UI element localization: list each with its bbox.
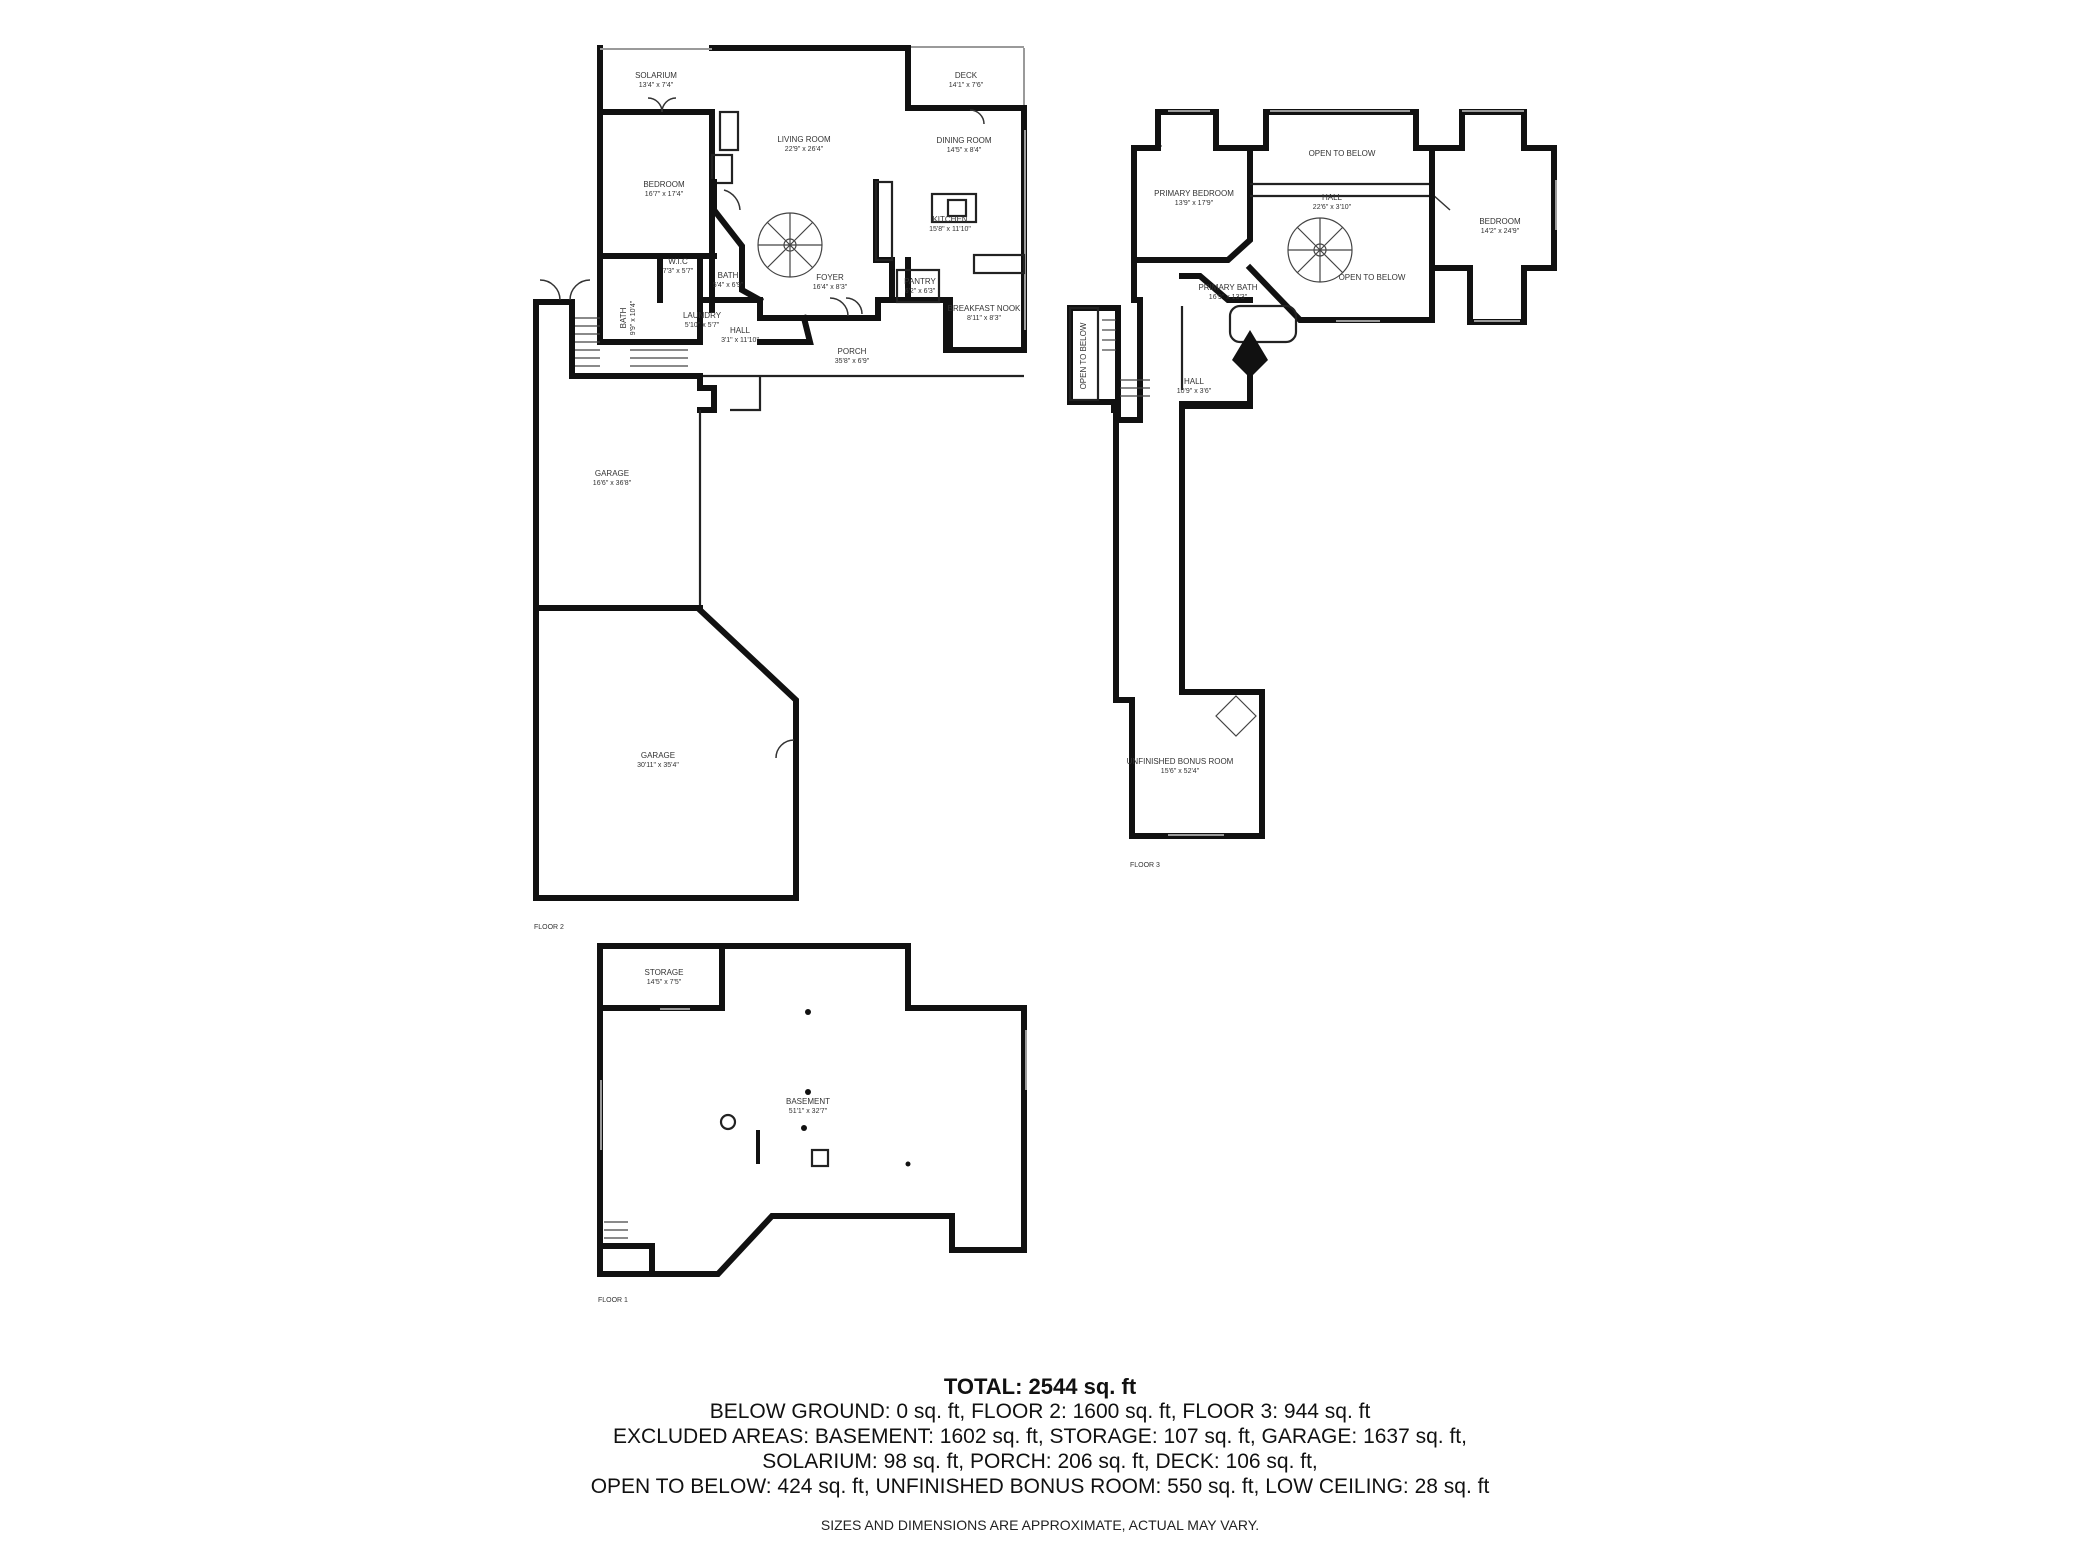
floor3-unfinished-bonus-dims: 15'6" x 52'4" xyxy=(1161,768,1200,775)
floor2-foyer-name: FOYER xyxy=(816,273,844,282)
area-summary: TOTAL: 2544 sq. ft BELOW GROUND: 0 sq. f… xyxy=(0,1374,2080,1538)
floor2-wic-name: W.I.C xyxy=(668,257,688,266)
room-labels: SOLARIUM 13'4" x 7'4" LIVING ROOM 22'9" x 2… xyxy=(593,71,1521,1115)
floor3-primary-bath-dims: 16'9" x 13'3" xyxy=(1209,294,1248,301)
floor1-storage-name: STORAGE xyxy=(645,968,684,977)
floor3-bedroom-dims: 14'2" x 24'9" xyxy=(1481,228,1520,235)
floor2-garage-upper-dims: 16'6" x 36'8" xyxy=(593,480,632,487)
floor2-dining-room-name: DINING ROOM xyxy=(936,136,991,145)
floor-3-plan: FLOOR 3 xyxy=(1067,109,1557,869)
floor2-solarium-name: SOLARIUM xyxy=(635,71,677,80)
floor2-garage-lower-name: GARAGE xyxy=(641,751,675,760)
floor2-laundry-dims: 5'10" x 5'7" xyxy=(685,322,720,329)
floor3-primary-bedroom-dims: 13'9" x 17'9" xyxy=(1175,200,1214,207)
floor2-hall-name: HALL xyxy=(730,326,751,335)
total-area: TOTAL: 2544 sq. ft xyxy=(943,1374,1137,1399)
floor2-breakfast-nook-name: BREAKFAST NOOK xyxy=(948,304,1021,313)
floor2-hall-dims: 3'1" x 11'10" xyxy=(721,337,759,344)
floor2-porch-dims: 35'8" x 6'9" xyxy=(835,358,870,365)
floor-1-plan: FLOOR 1 xyxy=(597,943,1027,1304)
floor1-basement-name: BASEMENT xyxy=(786,1097,830,1106)
floor3-primary-bedroom-name: PRIMARY BEDROOM xyxy=(1154,189,1234,198)
floor3-hall-small-dims: 10'9" x 3'6" xyxy=(1177,388,1212,395)
floor3-hall-main-name: HALL xyxy=(1322,193,1343,202)
floor2-kitchen-dims: 15'8" x 11'10" xyxy=(929,226,971,233)
floor2-wic-dims: 7'3" x 5'7" xyxy=(663,268,694,275)
floor2-dining-room-dims: 14'5" x 8'4" xyxy=(947,147,982,154)
floor2-pantry-dims: 6'2" x 6'3" xyxy=(905,288,936,295)
floor2-deck-dims: 14'1" x 7'6" xyxy=(949,82,984,89)
floor3-hall-main-dims: 22'6" x 3'10" xyxy=(1313,204,1352,211)
floor2-pantry-name: PANTRY xyxy=(904,277,936,286)
disclaimer: SIZES AND DIMENSIONS ARE APPROXIMATE, AC… xyxy=(820,1517,1260,1533)
floor3-hall-small-name: HALL xyxy=(1184,377,1205,386)
floor1-storage-dims: 14'5" x 7'5" xyxy=(647,979,682,986)
floor2-foyer-dims: 16'4" x 8'3" xyxy=(813,284,848,291)
floor-2-plan: FLOOR 2 xyxy=(533,45,1027,931)
floor2-laundry-name: LAUNDRY xyxy=(683,311,722,320)
floor2-solarium-dims: 13'4" x 7'4" xyxy=(639,82,674,89)
floor3-open-to-below-side-name: OPEN TO BELOW xyxy=(1079,322,1088,389)
floor2-bedroom-dims: 16'7" x 17'4" xyxy=(645,191,684,198)
floor-3-label: FLOOR 3 xyxy=(1130,862,1160,869)
area-line-3: SOLARIUM: 98 sq. ft, PORCH: 206 sq. ft, … xyxy=(762,1450,1318,1473)
floor2-kitchen-name: KITCHEN xyxy=(932,215,967,224)
area-line-2: EXCLUDED AREAS: BASEMENT: 1602 sq. ft, S… xyxy=(613,1425,1467,1448)
floor2-bath-small-dims: 5'4" x 6'9" xyxy=(713,282,744,289)
floor1-basement-dims: 51'1" x 32'7" xyxy=(789,1108,828,1115)
floor2-bedroom-name: BEDROOM xyxy=(643,180,685,189)
floor2-bath-side-dims: 9'9" x 10'4" xyxy=(630,300,637,335)
floor3-primary-bath-name: PRIMARY BATH xyxy=(1198,283,1257,292)
floor2-bath-side-name: BATH xyxy=(619,307,628,328)
floor3-unfinished-bonus-name: UNFINISHED BONUS ROOM xyxy=(1127,757,1234,766)
floor2-living-room-name: LIVING ROOM xyxy=(777,135,831,144)
floor2-porch-name: PORCH xyxy=(838,347,867,356)
floor2-garage-upper-name: GARAGE xyxy=(595,469,629,478)
area-line-1: BELOW GROUND: 0 sq. ft, FLOOR 2: 1600 sq… xyxy=(709,1400,1371,1423)
floor2-breakfast-nook-dims: 8'11" x 8'3" xyxy=(967,315,1001,322)
floor-1-label: FLOOR 1 xyxy=(598,1297,628,1304)
floor3-open-to-below-top-name: OPEN TO BELOW xyxy=(1309,149,1376,158)
floor-2-label: FLOOR 2 xyxy=(534,924,564,931)
floor3-bedroom-name: BEDROOM xyxy=(1479,217,1521,226)
area-line-4: OPEN TO BELOW: 424 sq. ft, UNFINISHED BO… xyxy=(590,1475,1490,1498)
floor2-living-room-dims: 22'9" x 26'4" xyxy=(785,146,824,153)
floor2-bath-small-name: BATH xyxy=(718,271,739,280)
floor2-garage-lower-dims: 30'11" x 35'4" xyxy=(637,762,679,769)
floor3-open-to-below-mid-name: OPEN TO BELOW xyxy=(1339,273,1406,282)
floor2-deck-name: DECK xyxy=(955,71,978,80)
